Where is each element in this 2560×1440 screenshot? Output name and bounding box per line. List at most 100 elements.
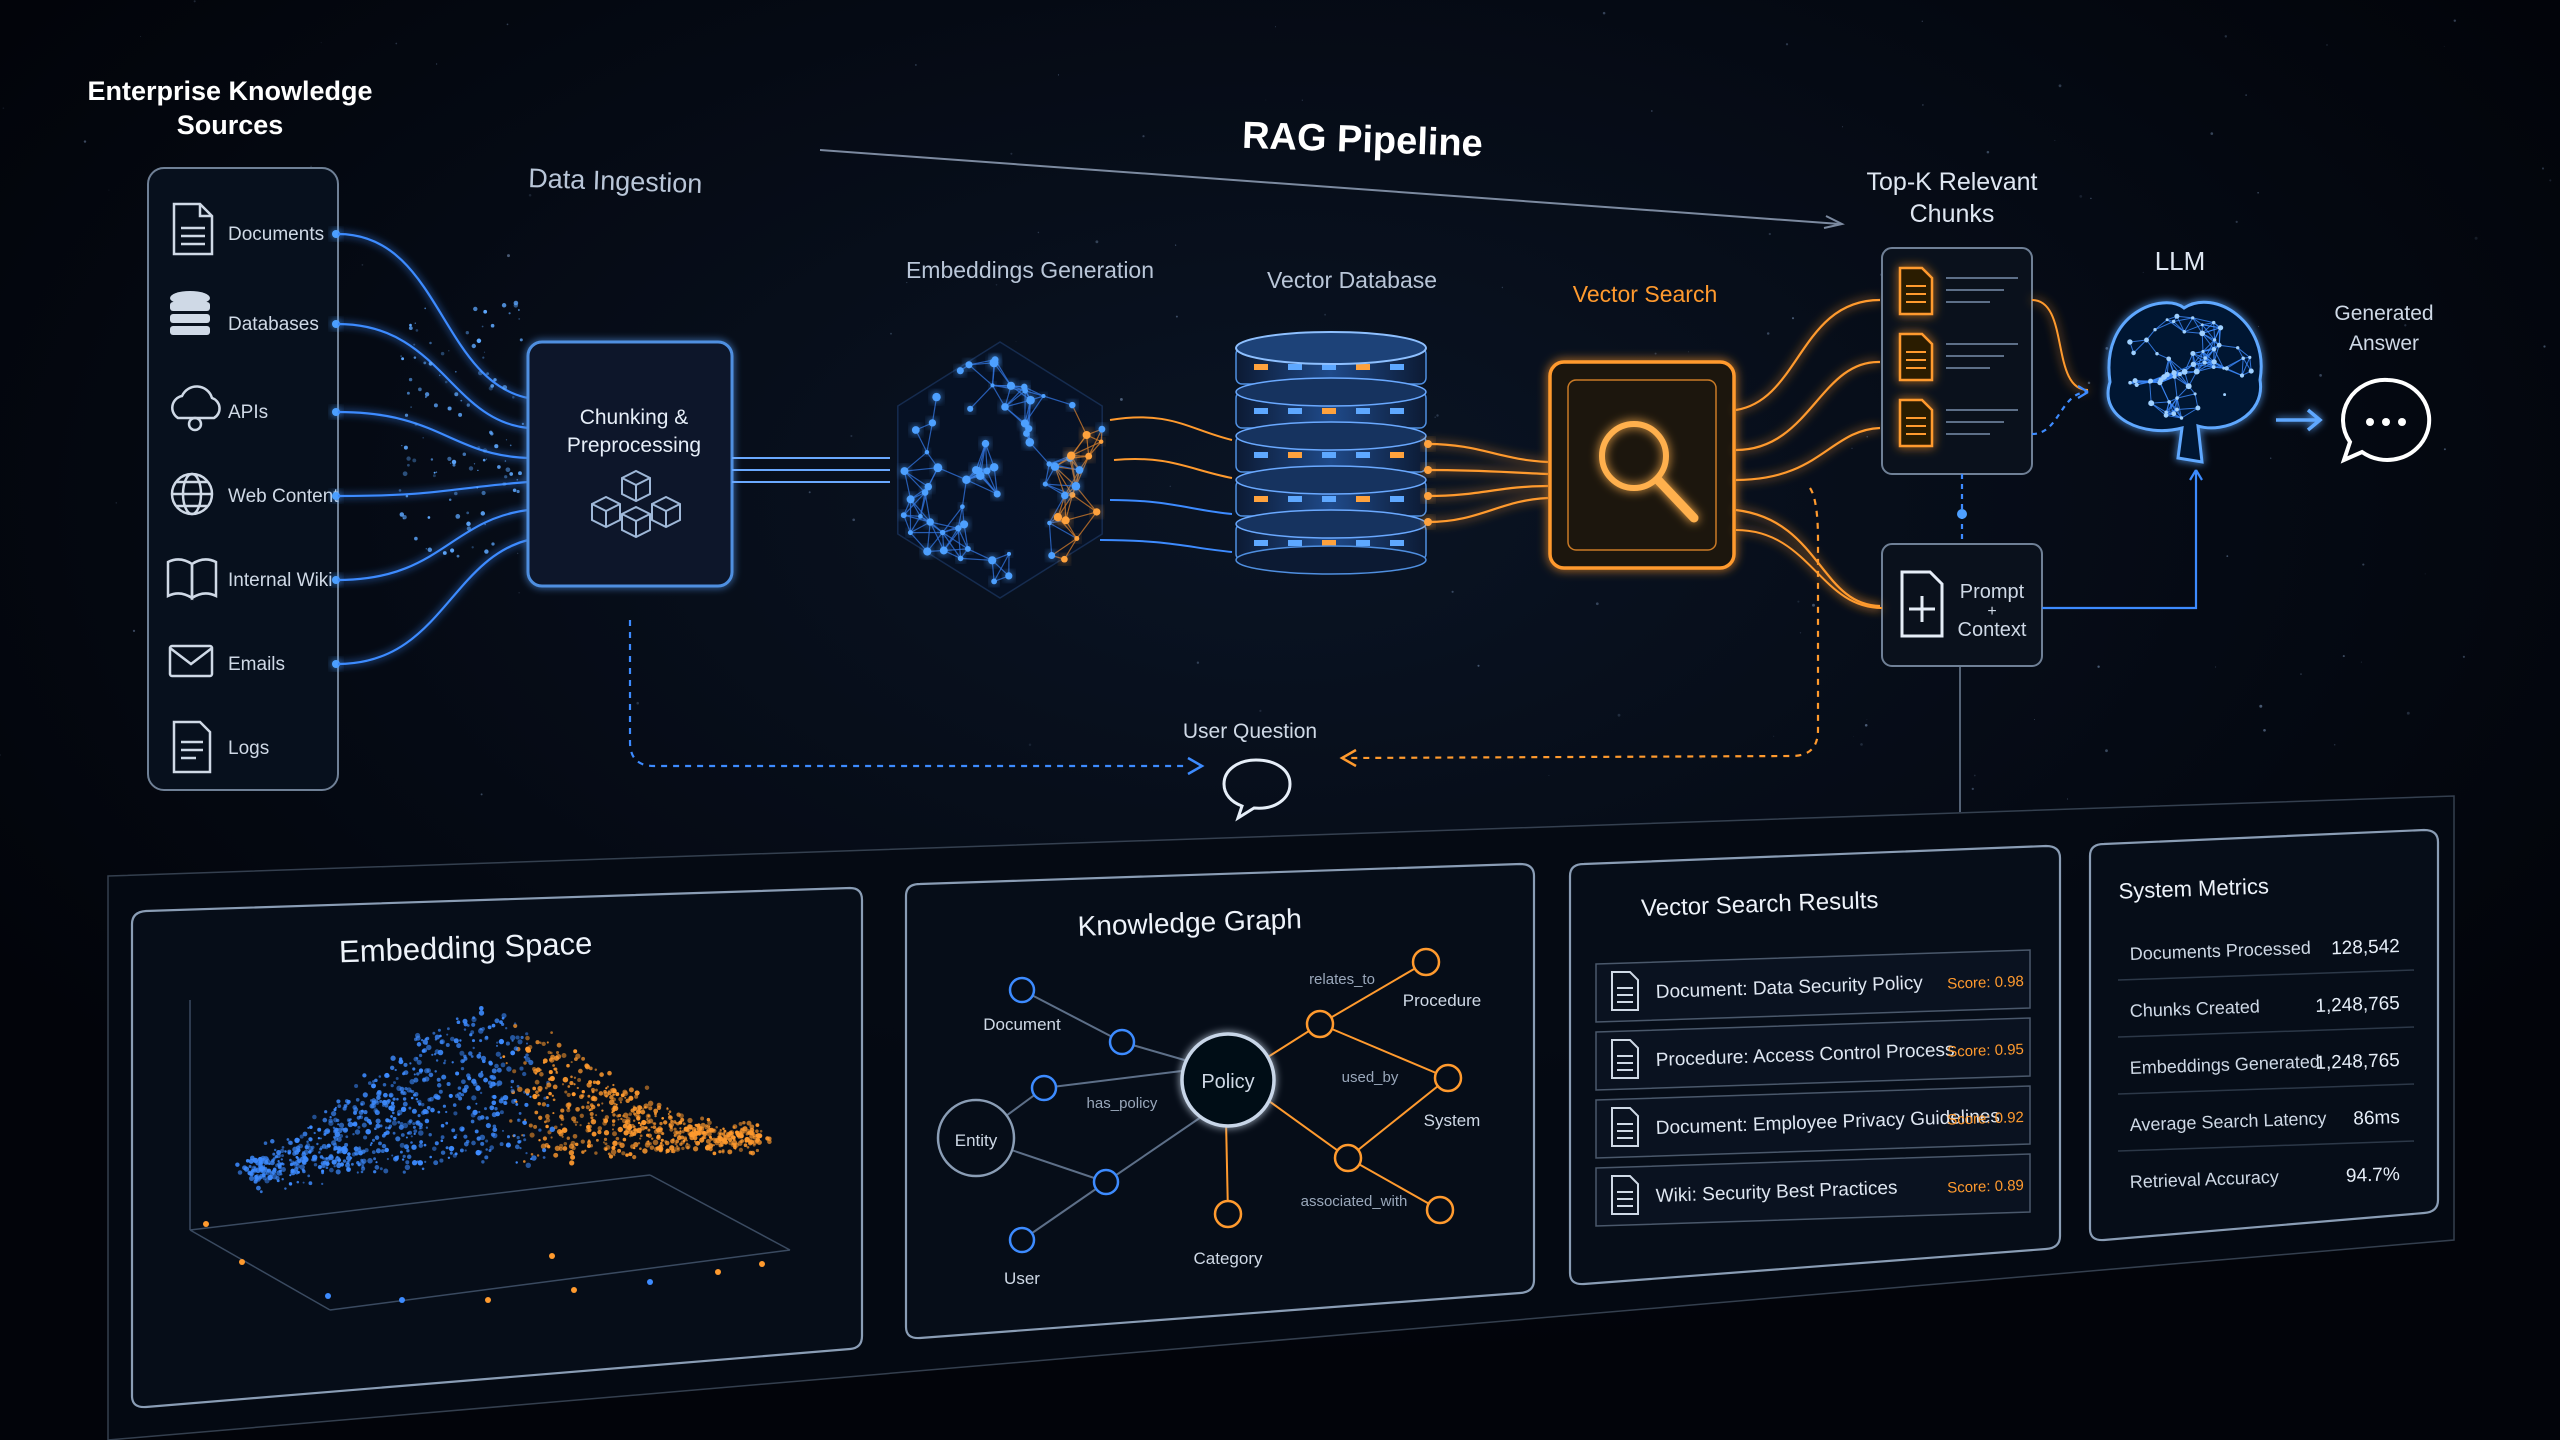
chat-bubble-icon[interactable] xyxy=(2340,377,2432,464)
brain-node xyxy=(2193,392,2197,396)
embedding-point xyxy=(443,1059,447,1062)
embedding-point xyxy=(258,1173,264,1179)
vector-db-node[interactable] xyxy=(1235,331,1427,575)
star xyxy=(1301,99,1303,101)
source-item-internal-wiki[interactable]: Internal Wiki xyxy=(166,558,340,601)
embedding-point xyxy=(329,1167,334,1173)
source-item-apis[interactable]: APIs xyxy=(171,385,340,432)
cubes-icon xyxy=(591,469,681,539)
star xyxy=(1477,664,1480,667)
brain-node xyxy=(2179,416,2184,420)
embedding-point xyxy=(445,1146,449,1150)
embedding-point xyxy=(681,1130,685,1134)
embedding-point xyxy=(568,1149,575,1156)
embedding-point xyxy=(650,1126,653,1129)
prompt-context-node[interactable]: Prompt + Context xyxy=(1881,543,2043,667)
embedding-point xyxy=(607,1152,611,1156)
source-item-web-content[interactable]: Web Content xyxy=(170,472,340,516)
embedding-point xyxy=(561,1053,567,1058)
embedding-point xyxy=(418,1053,423,1058)
embedding-point xyxy=(750,1131,755,1136)
embedding-point xyxy=(331,1159,337,1165)
star xyxy=(1768,232,1771,236)
embedding-point xyxy=(735,1132,740,1136)
net-node xyxy=(1026,395,1035,405)
embedding-point xyxy=(563,1142,568,1146)
source-item-logs[interactable]: Logs xyxy=(172,720,269,774)
source-item-emails[interactable]: Emails xyxy=(168,644,340,678)
embedding-point xyxy=(505,1027,508,1030)
brain-node xyxy=(2212,338,2217,342)
embedding-point xyxy=(277,1159,280,1163)
db-led xyxy=(1390,408,1404,414)
chunking-node[interactable]: Chunking & Preprocessing xyxy=(526,340,734,588)
embedding-point xyxy=(755,1123,760,1128)
embedding-point xyxy=(534,1079,540,1085)
embedding-point xyxy=(712,1151,717,1156)
brain-edge xyxy=(2146,339,2158,355)
net-edge xyxy=(1075,485,1098,513)
embedding-point xyxy=(632,1154,637,1160)
net-node xyxy=(907,530,913,536)
embedding-point xyxy=(510,1079,515,1084)
source-item-documents[interactable]: Documents xyxy=(172,202,340,256)
embedding-point xyxy=(459,1091,462,1095)
embedding-point xyxy=(632,1106,638,1111)
brain-edge xyxy=(2166,358,2170,375)
star xyxy=(2215,666,2217,668)
net-node xyxy=(900,467,909,476)
result-row[interactable]: Procedure: Access Control ProcessScore: … xyxy=(1595,1017,2031,1091)
embedding-point xyxy=(325,1157,328,1160)
net-edge xyxy=(926,521,931,552)
embedding-point xyxy=(336,1146,343,1152)
embedding-point xyxy=(617,1148,622,1153)
embedding-point xyxy=(635,1109,642,1115)
embedding-point xyxy=(394,1068,397,1072)
embedding-point xyxy=(434,1038,438,1041)
star xyxy=(1654,352,1657,355)
embedding-point xyxy=(258,1163,264,1169)
embedding-point xyxy=(553,1067,557,1071)
embedding-point xyxy=(379,1167,383,1171)
brain-node xyxy=(2185,383,2192,390)
brain-node xyxy=(2191,316,2195,320)
embedding-point xyxy=(374,1099,379,1104)
embedding-point xyxy=(625,1119,631,1125)
net-node xyxy=(967,405,974,412)
embedding-point xyxy=(681,1146,685,1151)
brain-edge xyxy=(2173,397,2178,414)
embedding-point xyxy=(249,1175,255,1181)
embedding-point xyxy=(657,1130,661,1134)
embedding-point xyxy=(290,1160,295,1165)
source-item-databases[interactable]: Databases xyxy=(170,291,340,335)
embedding-point xyxy=(420,1038,424,1042)
vector-search-node[interactable] xyxy=(1548,360,1736,570)
embedding-point xyxy=(337,1123,340,1126)
llm-brain-node[interactable] xyxy=(2106,300,2263,464)
axis-point xyxy=(549,1253,555,1259)
embedding-point xyxy=(605,1087,608,1090)
embedding-point xyxy=(573,1076,577,1079)
embedding-point xyxy=(585,1105,590,1110)
result-row[interactable]: Document: Employee Privacy GuidelinesSco… xyxy=(1595,1085,2031,1159)
star xyxy=(2235,220,2238,224)
embedding-point xyxy=(278,1169,282,1173)
embedding-point xyxy=(522,1071,527,1077)
embedding-point xyxy=(415,1120,421,1126)
net-edge xyxy=(1049,522,1078,540)
particle xyxy=(481,490,486,496)
brain-node xyxy=(2211,359,2217,365)
speech-bubble-icon[interactable] xyxy=(1222,758,1292,822)
embedding-point xyxy=(380,1149,385,1154)
embedding-point xyxy=(510,1035,516,1041)
net-node xyxy=(1006,551,1012,556)
chunk-document-icon xyxy=(1898,398,2018,448)
embedding-point xyxy=(347,1152,351,1156)
embedding-point xyxy=(658,1144,663,1148)
particle xyxy=(476,338,482,344)
topk-chunks-node[interactable] xyxy=(1881,247,2033,475)
embeddings-node[interactable] xyxy=(897,341,1106,599)
embedding-point xyxy=(337,1104,342,1108)
